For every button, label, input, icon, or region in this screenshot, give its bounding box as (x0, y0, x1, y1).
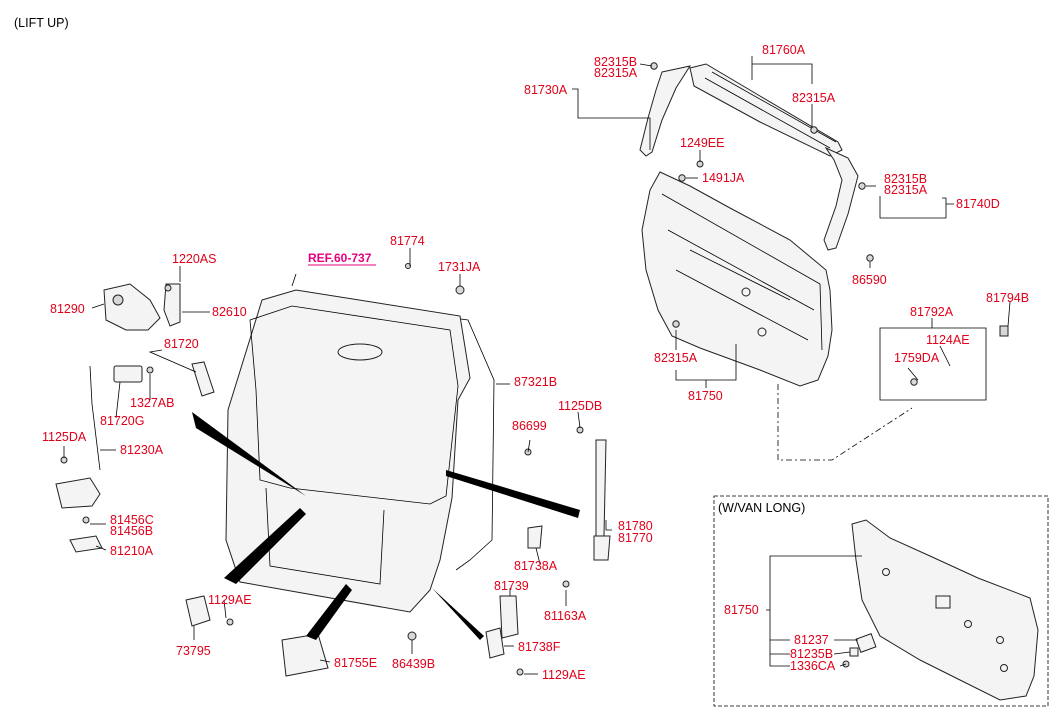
label-81780: 81780 (618, 519, 653, 533)
label-81794B: 81794B (986, 291, 1029, 305)
rod-arm (191, 361, 215, 397)
label-1220AS: 1220AS (172, 252, 216, 266)
label-1731JA: 1731JA (438, 260, 481, 274)
label-81770: 81770 (618, 531, 653, 545)
label-81760A: 81760A (762, 43, 806, 57)
label-81750-b: 81750 (724, 603, 759, 617)
side-trim-bracket (185, 595, 211, 627)
label-81720: 81720 (164, 337, 199, 351)
label-82315A-a: 82315A (594, 66, 638, 80)
actuator-cable (89, 365, 101, 471)
label-1249EE: 1249EE (680, 136, 724, 150)
label-1124AE: 1124AE (926, 333, 970, 347)
label-1125DA: 1125DA (42, 430, 87, 444)
pointer-wedge-3 (224, 508, 306, 584)
tailgate-outer (225, 289, 471, 613)
label-82315A-c: 82315A (884, 183, 928, 197)
label-81730A: 81730A (524, 83, 568, 97)
label-1129AE-a: 1129AE (208, 593, 252, 607)
latch-actuator (103, 283, 161, 331)
reference-link[interactable]: REF.60-737 (308, 251, 372, 265)
tailgate-inner-trim (641, 171, 833, 387)
hinge-bracket (485, 595, 519, 659)
fasteners (60, 62, 1009, 676)
leader-lines (63, 56, 1011, 675)
van-long-trim-panel (851, 519, 1039, 701)
label-81210A: 81210A (110, 544, 154, 558)
striker (69, 535, 103, 553)
label-81774: 81774 (390, 234, 425, 248)
label-81720G: 81720G (100, 414, 144, 428)
pointer-wedge-2 (446, 470, 580, 518)
label-1759DA: 1759DA (894, 351, 940, 365)
label-81237: 81237 (794, 633, 829, 647)
label-82315A-d: 82315A (654, 351, 698, 365)
label-81738F: 81738F (518, 640, 561, 654)
label-82315B-b: 82315B (884, 172, 927, 186)
lower-latch (55, 477, 101, 509)
label-82315B-a: 82315B (594, 55, 637, 69)
label-81235B: 81235B (790, 647, 833, 661)
trim-right-piece (823, 146, 859, 251)
label-1129AE-b: 1129AE (542, 668, 586, 682)
label-86699: 86699 (512, 419, 547, 433)
handle-switch (113, 365, 143, 383)
spoiler-lamp (281, 633, 329, 677)
van-long-cover (842, 633, 877, 668)
label-1125DB: 1125DB (558, 399, 602, 413)
label-81740D: 81740D (956, 197, 1000, 211)
pointer-wedge-4 (306, 584, 352, 640)
label-81738A: 81738A (514, 559, 558, 573)
latch-bracket (163, 283, 181, 327)
label-1336CA: 1336CA (790, 659, 836, 673)
header-label: (LIFT UP) (14, 16, 69, 30)
trim-upper-left-piece (639, 65, 692, 157)
label-81456B: 81456B (110, 524, 153, 538)
label-81739: 81739 (494, 579, 529, 593)
label-87321B: 87321B (514, 375, 557, 389)
label-81755E: 81755E (334, 656, 377, 670)
label-81290: 81290 (50, 302, 85, 316)
label-81456C: 81456C (110, 513, 154, 527)
pointer-wedge-1 (192, 412, 306, 496)
van-long-box (713, 495, 1049, 707)
label-86439B: 86439B (392, 657, 435, 671)
tailgate-strut (593, 439, 611, 561)
van-long-title: (W/VAN LONG) (718, 501, 805, 515)
label-1327AB: 1327AB (130, 396, 174, 410)
pointer-wedge-5 (432, 588, 484, 640)
label-81792A: 81792A (910, 305, 954, 319)
label-81230A: 81230A (120, 443, 164, 457)
bumper-stop (527, 525, 543, 549)
label-82610: 82610 (212, 305, 247, 319)
label-73795: 73795 (176, 644, 211, 658)
label-81750-a: 81750 (688, 389, 723, 403)
label-82315A-b: 82315A (792, 91, 836, 105)
label-1491JA: 1491JA (702, 171, 745, 185)
label-81163A: 81163A (544, 609, 587, 623)
label-86590: 86590 (852, 273, 887, 287)
